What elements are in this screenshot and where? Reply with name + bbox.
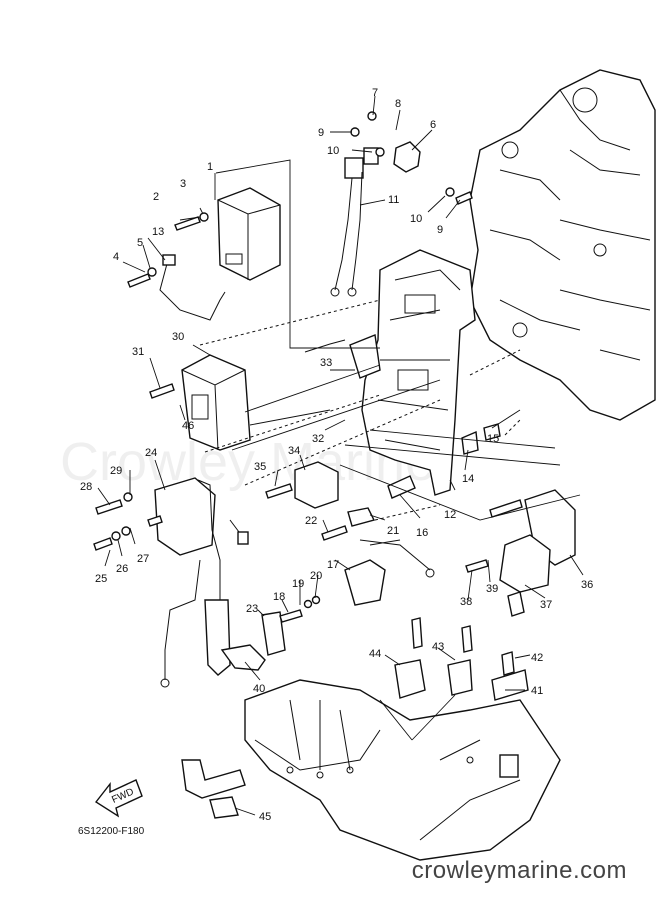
callout-9a: 9 (318, 127, 324, 139)
relay-34 (294, 461, 339, 509)
callout-10b: 10 (410, 213, 422, 225)
callout-33: 33 (320, 357, 332, 369)
fasteners-upper-left (127, 212, 209, 288)
callout-13: 13 (152, 226, 164, 238)
bolt-15 (483, 423, 501, 441)
callout-2: 2 (153, 191, 159, 203)
callout-4: 4 (113, 251, 119, 263)
callout-8: 8 (395, 98, 401, 110)
wire-harness-11 (330, 147, 379, 297)
grommet-14 (461, 430, 479, 455)
bolt-42 (501, 651, 515, 676)
callout-24: 24 (145, 447, 157, 459)
callout-23: 23 (246, 603, 258, 615)
callout-1: 1 (207, 161, 213, 173)
callout-30: 30 (172, 331, 184, 343)
plug-cap-23b (261, 611, 286, 656)
screw-31 (149, 383, 175, 399)
ecu-unit-1 (217, 187, 281, 281)
clip-13 (162, 254, 176, 266)
callout-42: 42 (531, 652, 543, 664)
callout-10a: 10 (327, 145, 339, 157)
callout-19: 19 (292, 578, 304, 590)
engine-block (469, 69, 656, 421)
callout-22: 22 (305, 515, 317, 527)
bracket-21 (347, 507, 376, 527)
callout-31: 31 (132, 346, 144, 358)
callout-12: 12 (444, 509, 456, 521)
hose-45 (181, 759, 246, 799)
callout-32: 32 (312, 433, 324, 445)
clamp-45 (209, 796, 239, 819)
bracket-41 (491, 669, 529, 701)
bracket-33 (349, 334, 381, 379)
callout-20: 20 (310, 570, 322, 582)
bracket-plate-12 (361, 249, 476, 496)
callout-36: 36 (581, 579, 593, 591)
callout-28: 28 (80, 481, 92, 493)
cover-assembly-30 (181, 354, 251, 451)
fasteners-25-29 (93, 492, 163, 551)
callout-14: 14 (462, 473, 474, 485)
callout-6: 6 (430, 119, 436, 131)
plug-cap-23 (204, 599, 231, 676)
assembly-24 (154, 477, 249, 688)
callout-27: 27 (137, 553, 149, 565)
callout-38: 38 (460, 596, 472, 608)
callout-25: 25 (95, 573, 107, 585)
assembly-dashed-lines (199, 299, 521, 521)
callout-39: 39 (486, 583, 498, 595)
bracket-6-group (350, 111, 473, 205)
callout-7: 7 (372, 87, 378, 99)
callout-16: 16 (416, 527, 428, 539)
sensor-33 (304, 339, 346, 353)
bracket-36-module-37 (489, 489, 576, 617)
callout-44: 44 (369, 648, 381, 660)
callout-3: 3 (180, 178, 186, 190)
diagram-code: 6S12200-F180 (78, 826, 145, 837)
callout-41: 41 (531, 685, 543, 697)
fasteners-18-20 (279, 595, 321, 623)
callout-18: 18 (273, 591, 285, 603)
bracket-43 (447, 659, 473, 696)
bracket-44 (394, 659, 426, 699)
callout-34: 34 (288, 445, 300, 457)
callout-37: 37 (540, 599, 552, 611)
bracket-13 (159, 259, 226, 321)
callout-26: 26 (116, 563, 128, 575)
footer-website: crowleymarine.com (411, 857, 627, 884)
callout-17: 17 (327, 559, 339, 571)
callout-11: 11 (388, 194, 399, 206)
bolt-44 (411, 617, 423, 649)
callout-21: 21 (387, 525, 399, 537)
clamp-40 (220, 644, 266, 671)
callout-43: 43 (432, 641, 444, 653)
callouts: 1 2 3 4 5 6 7 8 9 9 10 10 11 12 13 14 15… (80, 87, 593, 823)
fwd-arrow: FWD (94, 779, 143, 818)
callout-5: 5 (137, 237, 143, 249)
callout-15: 15 (487, 433, 499, 445)
leader-lines (97, 95, 584, 816)
callout-45: 45 (259, 811, 271, 823)
callout-9b: 9 (437, 224, 443, 236)
fuse-holder-16 (387, 475, 416, 499)
screw-22 (321, 525, 348, 541)
starter-relay-17 (344, 539, 435, 606)
callout-46: 46 (182, 420, 194, 432)
screw-35 (265, 483, 293, 499)
lower-cowling (244, 679, 561, 861)
bolt-43 (461, 625, 473, 653)
screw-38 (465, 559, 489, 573)
callout-29: 29 (110, 465, 122, 477)
callout-35: 35 (254, 461, 266, 473)
callout-40: 40 (253, 683, 265, 695)
